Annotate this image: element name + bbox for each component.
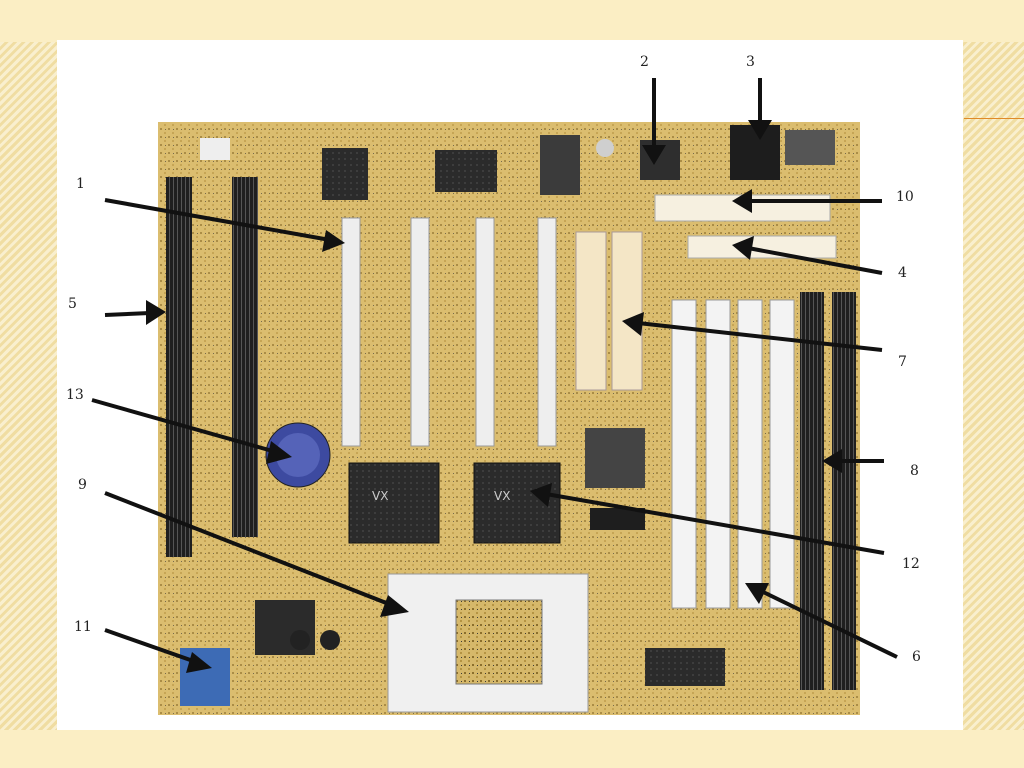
callout-number-12: 12 [902,556,920,572]
power-connectors [654,194,837,259]
slide-top-band [0,0,1024,42]
callout-number-4: 4 [898,265,907,281]
slide-accent-line [964,118,1024,119]
callout-number-7: 7 [898,354,907,370]
pci-slots [341,217,557,447]
callout-number-5: 5 [68,296,77,312]
lower-components [180,428,725,706]
isa-slots [671,299,795,609]
ide-connectors [166,177,258,557]
top-chips [200,135,614,200]
callout-number-2: 2 [640,54,649,70]
callout-number-8: 8 [910,463,919,479]
callout-number-9: 9 [78,477,87,493]
chip-marking: VX [494,489,510,503]
callout-number-6: 6 [912,649,921,665]
callout-number-11: 11 [74,619,92,635]
slide-bottom-band [0,730,1024,768]
callout-number-13: 13 [66,387,84,403]
callout-number-10: 10 [896,189,914,205]
callout-numbers: 1 2 3 4 5 6 7 8 9 10 11 12 13 [66,54,921,665]
chipset: VX VX [348,462,561,544]
cmos-battery [265,422,331,488]
back-panel-ports [640,125,835,180]
callout-number-1: 1 [76,176,85,192]
callout-arrows [91,78,898,673]
agp-slots [575,231,643,391]
chip-marking: VX [372,489,388,503]
ram-slots [800,292,856,690]
cpu-socket [387,573,589,713]
callout-number-3: 3 [746,54,755,70]
